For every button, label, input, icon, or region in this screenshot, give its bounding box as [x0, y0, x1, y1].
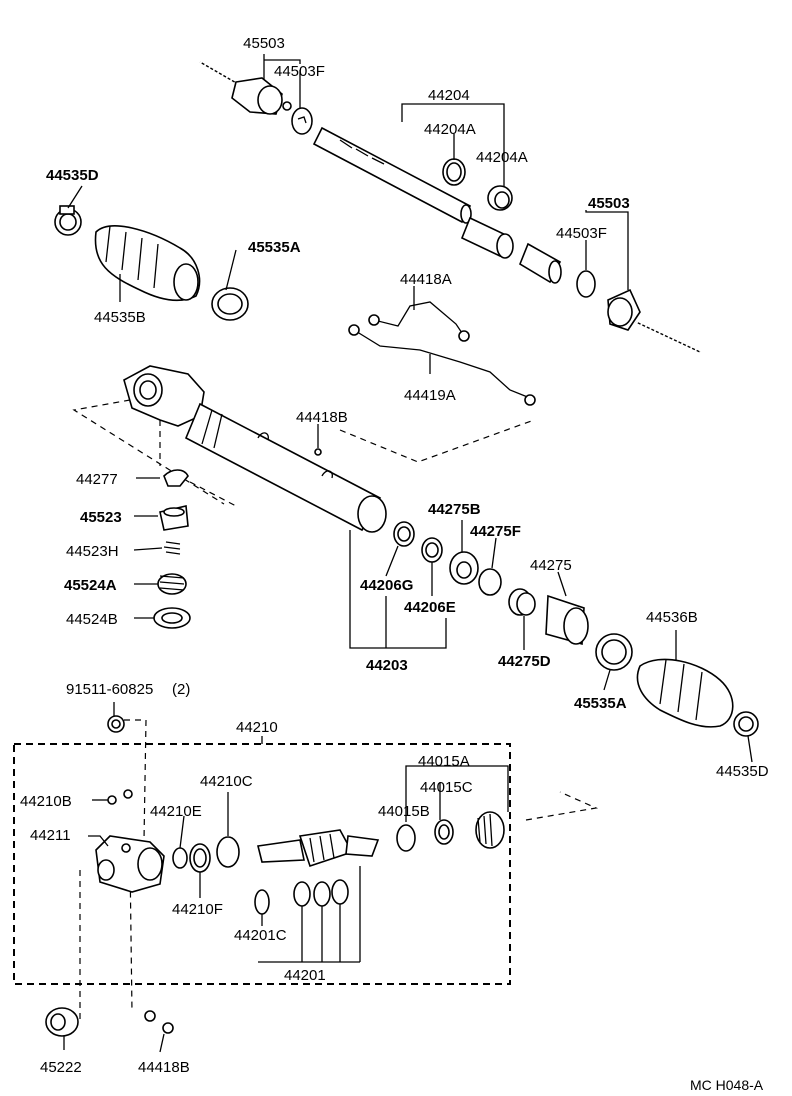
label-44419a: 44419A — [404, 387, 456, 404]
tie-rod-end-right — [607, 288, 701, 354]
label-44535d-bottom: 44535D — [716, 763, 769, 780]
rack-housing — [123, 365, 387, 533]
lock-washer-44503f-left — [291, 107, 313, 135]
label-44201: 44201 — [284, 967, 326, 984]
label-44418b-bottom: 44418B — [138, 1059, 190, 1076]
label-44204a-1: 44204A — [424, 121, 476, 138]
label-45503-right: 45503 — [588, 195, 630, 212]
label-44277: 44277 — [76, 471, 118, 488]
label-45222: 45222 — [40, 1059, 82, 1076]
bellows-boot-44535b — [94, 225, 201, 302]
label-91511: 91511-60825 — [66, 681, 153, 698]
label-44535b: 44535B — [94, 309, 146, 326]
turn-pressure-tube-44418a — [368, 301, 470, 342]
label-44201c: 44201C — [234, 927, 287, 944]
lock-washer-44503f-right — [576, 270, 596, 298]
label-44523h: 44523H — [66, 543, 119, 560]
footer-code: MC H048-A — [690, 1077, 764, 1093]
label-44015a: 44015A — [418, 753, 470, 770]
label-44210: 44210 — [236, 719, 278, 736]
seal-44015a — [475, 811, 505, 849]
union-44418b-top — [314, 448, 322, 456]
o-ring-44275f — [478, 568, 502, 596]
label-45523: 45523 — [80, 509, 122, 526]
guide-line-91511 — [124, 719, 147, 1013]
boot-clamp-44535d-bottom — [733, 711, 759, 737]
label-44204: 44204 — [428, 87, 470, 104]
label-45535a-bottom: 45535A — [574, 695, 627, 712]
label-44204a-2: 44204A — [476, 149, 528, 166]
plugs-44210b — [107, 789, 133, 805]
bearing-44210f — [189, 843, 211, 873]
label-44210b: 44210B — [20, 793, 72, 810]
leader-lines — [63, 54, 753, 1053]
label-44210f: 44210F — [172, 901, 223, 918]
bolt-91511 — [107, 715, 125, 733]
label-44503f-top: 44503F — [274, 63, 325, 80]
label-44015b: 44015B — [378, 803, 430, 820]
spring-cap-45524a — [157, 573, 187, 595]
label-45524a: 45524A — [64, 577, 117, 594]
teflon-rings-44201 — [293, 879, 349, 907]
control-valve-44201 — [257, 829, 380, 868]
boot-clamp-45535a-top — [211, 287, 249, 321]
tie-rod-end-left — [199, 60, 292, 115]
lock-nut-44524b — [153, 607, 191, 629]
label-44536b: 44536B — [646, 609, 698, 626]
o-ring-44015b — [396, 824, 416, 852]
spacer-44275d — [508, 588, 536, 616]
dust-seal-45222 — [45, 1007, 79, 1037]
oil-seal-44206e — [421, 537, 443, 563]
oil-seal-44204a-upper — [442, 158, 466, 186]
label-44211: 44211 — [30, 827, 71, 844]
teflon-rings-44201c — [254, 889, 270, 915]
label-44206g: 44206G — [360, 577, 413, 594]
valve-housing-44211 — [95, 835, 165, 893]
boot-clamp-44535d-top — [54, 205, 82, 236]
union-44418b-bottom — [144, 1010, 174, 1034]
seal-44015c — [434, 819, 454, 845]
oil-seal-44210e — [172, 847, 188, 869]
turn-pressure-tube-44419a — [348, 324, 536, 406]
label-44275b: 44275B — [428, 501, 481, 518]
label-44535d-top: 44535D — [46, 167, 99, 184]
guide-line-housing-b — [159, 420, 237, 507]
guide-line-44418b — [339, 419, 535, 463]
label-44275f: 44275F — [470, 523, 521, 540]
rack-guide-45523 — [159, 505, 189, 531]
valve-assembly-44210-box — [13, 743, 511, 985]
spring-44523h — [163, 541, 181, 555]
oil-seal-44206g — [393, 521, 415, 547]
rack-guide-seat-44277 — [163, 469, 189, 487]
guide-line-housing-a — [72, 399, 225, 505]
label-45535a-top: 45535A — [248, 239, 301, 256]
label-44418b-top: 44418B — [296, 409, 348, 426]
label-44524b: 44524B — [66, 611, 118, 628]
bellows-boot-44536b — [636, 658, 734, 728]
guide-line-right-arrow — [525, 791, 599, 821]
bushing-44204a — [487, 185, 513, 211]
label-44210e: 44210E — [150, 803, 202, 820]
label-44015c: 44015C — [420, 779, 473, 796]
boot-clamp-45535a-bottom — [595, 633, 633, 671]
label-44210c: 44210C — [200, 773, 253, 790]
label-91511-qty: (2) — [172, 681, 190, 698]
label-44418a: 44418A — [400, 271, 452, 288]
label-44275d: 44275D — [498, 653, 551, 670]
rack-bushing-44275b — [449, 551, 479, 585]
label-44275: 44275 — [530, 557, 572, 574]
rack-end-stopper-44275 — [545, 594, 589, 646]
label-45503-top: 45503 — [243, 35, 285, 52]
label-44503f-right: 44503F — [556, 225, 607, 242]
o-ring-44210c — [216, 836, 240, 868]
label-44206e: 44206E — [404, 599, 456, 616]
label-44203: 44203 — [366, 657, 408, 674]
rack-bar — [312, 126, 562, 284]
